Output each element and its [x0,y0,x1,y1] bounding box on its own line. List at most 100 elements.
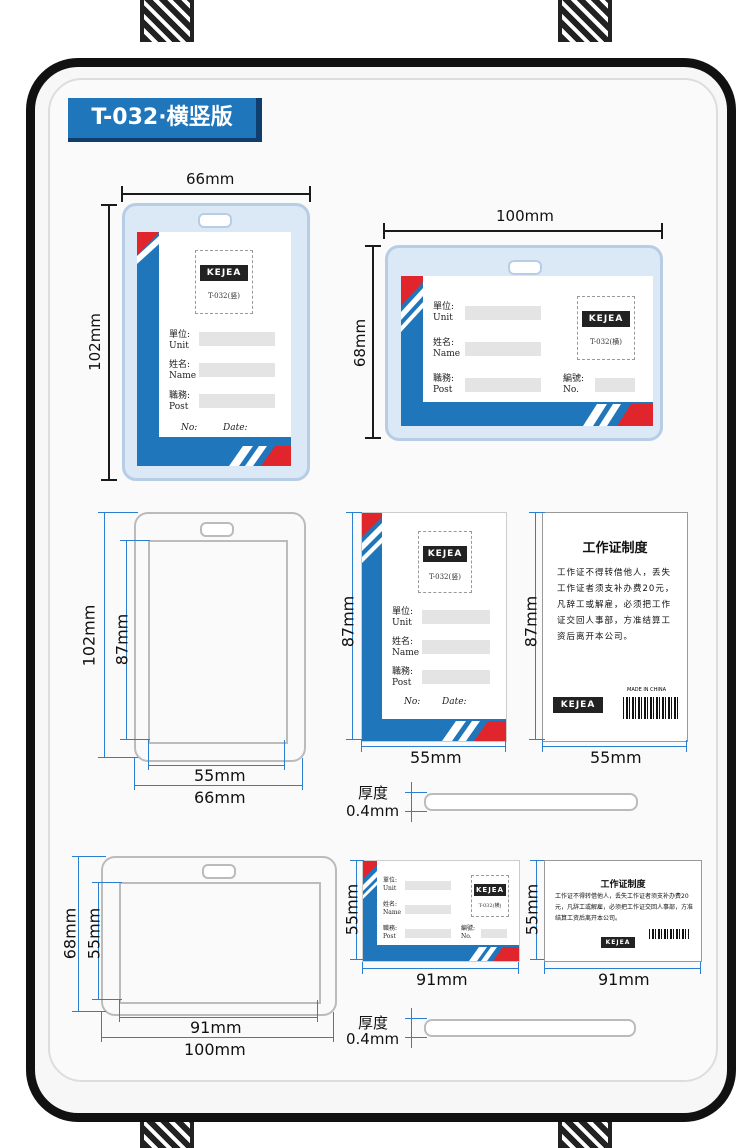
vertical-card-outline [148,540,288,744]
barcode [623,697,679,719]
dim-tick [686,740,687,752]
unit-field [405,881,451,890]
rules-body: 工作证不得转借他人，丢失工作证者须支补办费20元，凡辞工或解雇，必须把工作证交回… [555,893,694,922]
dim-tick [365,245,381,247]
dim-tick [72,856,106,857]
brand-logo-box: KEJEA T-032(竖) [195,250,253,314]
post-en-label: Post [169,402,189,412]
date-label: Date: [442,697,467,707]
brand-logo-box: KEJEA T-032(横) [471,875,509,917]
dim-tick [120,540,150,541]
name-field [422,640,490,654]
dim-label-68: 68mm [351,318,370,368]
model-label: T-032(竖) [429,573,461,581]
dim-tick [346,512,362,513]
card-stripes [363,861,519,961]
dim-tick [101,204,117,206]
dim-tick [284,740,285,770]
unit-cn-label: 單位: [392,607,414,617]
brand-logo: KEJEA [582,311,630,327]
dim-label-55: 55mm [410,748,462,767]
dim-label-55: 55mm [194,766,246,785]
name-en-label: Name [433,349,461,359]
brand-logo: KEJEA [474,884,506,896]
unit-field [422,610,490,624]
rules-title: 工作证制度 [582,541,648,556]
dim-line-66-bottom [134,785,302,786]
name-cn-label: 姓名: [383,901,398,908]
no-field [481,929,507,938]
dim-tick [148,740,149,770]
post-en-label: Post [392,678,412,688]
holder-slot [508,260,542,275]
lanyard-strap-top-left [140,0,194,42]
brand-logo: KEJEA [553,697,603,713]
dim-line [411,782,412,822]
name-en-label: Name [169,371,197,381]
dim-label-66: 66mm [194,788,246,807]
dim-label-102: 102mm [79,604,99,667]
dim-label-55: 55mm [590,748,642,767]
post-field [199,394,275,408]
post-en-label: Post [433,385,453,395]
dim-line-55-left [98,882,99,1000]
unit-cn-label: 單位: [433,302,455,312]
post-cn-label: 職務: [383,925,398,932]
dim-line-55-back [542,746,686,747]
name-field [465,342,541,356]
dim-line-55-front [356,860,357,960]
dim-line-100-top [384,230,662,232]
dim-tick [530,959,544,960]
horizontal-card-outline [119,882,321,1004]
dim-tick [317,1000,318,1022]
dim-label-87: 87mm [521,595,541,648]
post-field [405,929,451,938]
unit-en-label: Unit [392,618,412,628]
dim-label-102: 102mm [85,313,104,371]
made-in-label: MADE IN CHINA [627,687,667,693]
dim-tick [661,223,663,239]
dim-tick [529,512,545,513]
brand-logo: KEJEA [423,546,467,562]
horizontal-card: 單位: Unit 姓名: Name 職務: Post KEJEA T-032(横… [401,276,653,426]
rules-title: 工作证制度 [600,880,646,890]
dim-label-100: 100mm [496,207,554,225]
dim-tick [98,512,138,513]
dim-line-66-top [122,193,310,195]
dim-tick [92,882,122,883]
brand-logo-box: KEJEA T-032(横) [577,296,635,360]
brand-logo-box: KEJEA T-032(竖) [418,531,472,593]
dim-tick [405,1018,427,1019]
card-stripes [137,232,291,466]
no-cn-label: 編號: [563,374,585,384]
vertical-insert-front: KEJEA T-032(竖) 單位: Unit 姓名: Name 職務: Pos… [361,512,507,742]
horizontal-holder-outline [101,856,337,1016]
dim-line-102-left [104,512,105,758]
no-en-label: No. [563,385,579,395]
dim-label-68: 68mm [60,907,80,960]
model-label: T-032(竖) [208,292,240,300]
card-stripes [362,513,506,741]
dim-label-55: 55mm [84,907,104,960]
dim-line-55-front [361,746,505,747]
dim-tick [544,962,545,974]
dim-tick [365,437,381,439]
brand-logo: KEJEA [601,937,635,948]
horizontal-insert-front: 單位: Unit 姓名: Name 職務: Post KEJEA T-032(横… [362,860,520,962]
dim-label-91: 91mm [416,970,468,989]
dim-tick [309,186,311,202]
dim-tick [700,962,701,974]
dim-tick [302,758,303,790]
dim-tick [72,1011,106,1012]
dim-label-66: 66mm [186,170,235,188]
dim-line-91-bottom [119,1017,317,1018]
dim-tick [121,186,123,202]
no-en-label: No. [461,933,472,940]
dim-tick [346,739,362,740]
dim-line-102-left [108,205,110,481]
dim-label-100: 100mm [184,1040,246,1059]
name-field [405,905,451,914]
name-cn-label: 姓名: [392,637,414,647]
holder-slot [200,522,234,537]
dim-tick [405,792,427,793]
